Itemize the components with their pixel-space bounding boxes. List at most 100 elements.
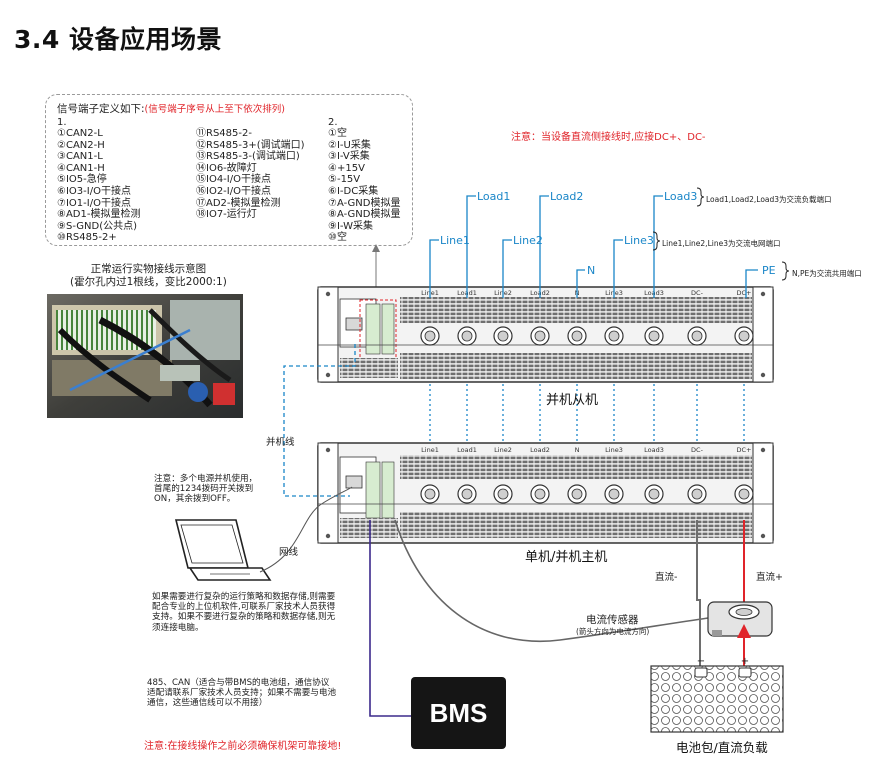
parallel-line-label: 并机线 (266, 437, 295, 448)
dip-switch-note: 注意：多个电源并机使用， 首尾的1234拨码开关拨到 ON，其余拨到OFF。 (154, 474, 294, 505)
signal-item: ③CAN1-L (57, 151, 103, 163)
signal-item: ⑯IO2-I/O干接点 (196, 185, 271, 197)
current-sensor-label: 电流传感器 (586, 614, 639, 626)
signal-item: ⑱IO7-运行灯 (196, 209, 257, 221)
terminal-label: Line2 (494, 446, 512, 454)
current-direction-arrow (737, 624, 751, 638)
terminal-post (571, 330, 583, 342)
note-line: 如果需要进行复杂的运行策略和数据存储,则需要 (152, 592, 336, 602)
signal-item: ⑥IO3-I/O干接点 (57, 185, 131, 197)
terminal-post (497, 330, 509, 342)
dc-plus-label: 直流+ (756, 572, 783, 583)
dc-wiring-note: 注意：当设备直流侧接线时,应接DC+、DC- (511, 132, 706, 143)
terminal-post (424, 330, 436, 342)
signal-item: ④CAN1-H (57, 162, 105, 174)
signal-item: ⑧AD1-模拟量检测 (57, 209, 141, 221)
laptop-icon (174, 519, 272, 581)
terminal-post (534, 330, 546, 342)
port-label-line2: Line2 (513, 234, 543, 247)
signal-item: ⑦A-GND模拟量 (328, 197, 401, 209)
signal-item: ②I-U采集 (328, 139, 371, 151)
signal-box-title: 信号端子定义如下:(信号端子序号从上至下依次排列) (57, 101, 285, 116)
terminal-label: Load1 (457, 446, 477, 454)
terminal-label: N (575, 446, 580, 454)
terminal-label: Line1 (421, 446, 439, 454)
terminal-label: Line3 (605, 446, 623, 454)
note-line: 配合专业的上位机软件,可联系厂家技术人员获得 (152, 602, 336, 613)
terminal-post (461, 330, 473, 342)
signal-item: ⑮IO4-I/O干接点 (196, 174, 271, 186)
note-line: 485、CAN（适合与带BMS的电池组，通信协议 (147, 678, 330, 688)
group1-col-a: ①CAN2-L ②CAN2-H ③CAN1-L ④CAN1-H ⑤IO5-急停 … (57, 128, 140, 244)
signal-box-title-text: 信号端子定义如下: (57, 103, 145, 115)
port-label-line3: Line3 (624, 234, 654, 247)
slave-label: 并机从机 (546, 393, 599, 408)
signal-item: ④+15V (328, 162, 365, 174)
photo-caption: 正常运行实物接线示意图 (霍尔孔内过1根线，变比2000:1) (70, 263, 227, 289)
note-line: ON，其余拨到OFF。 (154, 494, 236, 505)
port-label-line1: Line1 (440, 234, 470, 247)
sensor-cable (394, 519, 709, 642)
signal-item: ③I-V采集 (328, 151, 370, 163)
shared-ports-note: N,PE为交流共用端口 (792, 269, 862, 278)
terminal-label: Load3 (644, 446, 664, 454)
current-sensor-sublabel: (箭头方向为电流方向) (576, 627, 650, 636)
terminal-label: Load2 (530, 446, 550, 454)
pc-software-note: 如果需要进行复杂的运行策略和数据存储,则需要 配合专业的上位机软件,可联系厂家技… (152, 592, 392, 633)
terminal-label: DC+ (737, 289, 752, 297)
wiring-photo (47, 294, 243, 418)
signal-item: ⑧A-GND模拟量 (328, 209, 401, 221)
terminal-post (534, 488, 546, 500)
brace-marks (652, 187, 790, 281)
signal-definition-box (45, 94, 413, 246)
signal-item: ⑪RS485-2- (196, 128, 252, 139)
section-heading: 3.4 设备应用场景 (14, 25, 222, 54)
terminal-post (648, 488, 660, 500)
signal-item: ⑭IO6-故障灯 (196, 162, 257, 174)
grounding-warning: 注意:在接线操作之前必须确保机架可靠接地! (144, 741, 342, 752)
terminal-post (648, 330, 660, 342)
signal-item: ⑩RS485-2+ (57, 232, 117, 244)
parallel-cable (283, 344, 356, 497)
dc-minus-label: 直流- (655, 572, 678, 583)
port-label-pe: PE (762, 264, 776, 277)
signal-item: ②CAN2-H (57, 139, 105, 151)
signal-item: ⑥I-DC采集 (328, 185, 379, 197)
terminal-post (691, 488, 703, 500)
group2-list: ①空 ②I-U采集 ③I-V采集 ④+15V ⑤-15V ⑥I-DC采集 ⑦A-… (328, 128, 401, 244)
svg-text:−: − (697, 656, 705, 667)
dc-minus-cable (696, 520, 701, 668)
terminal-post (497, 488, 509, 500)
terminal-post (461, 488, 473, 500)
signal-item: ⑨I-W采集 (328, 220, 374, 232)
group1-col-b: ⑪RS485-2- ⑫RS485-3+(调试端口) ⑬RS485-3-(调试端口… (196, 128, 305, 221)
signal-item: ⑨S-GND(公共点) (57, 220, 138, 232)
current-sensor-icon (707, 601, 773, 637)
terminal-post (608, 330, 620, 342)
terminal-post (738, 330, 750, 342)
bms-label: BMS (429, 698, 488, 728)
bms-cable (369, 520, 411, 717)
terminal-post (738, 488, 750, 500)
port-label-load1: Load1 (477, 190, 511, 203)
signal-box-title-note: (信号端子序号从上至下依次排列) (144, 104, 285, 115)
note-line: 通信，这些通信线可以不用接） (147, 698, 268, 709)
signal-item: ⑬RS485-3-(调试端口) (196, 151, 300, 163)
signal-item: ①空 (328, 128, 347, 139)
terminal-label: DC- (691, 289, 704, 297)
photo-caption-line: 正常运行实物接线示意图 (90, 263, 207, 275)
signal-item: ①CAN2-L (57, 128, 103, 139)
port-wires (429, 195, 758, 298)
signal-item: ⑩空 (328, 232, 347, 244)
signal-item: ⑰AD2-模拟量检测 (196, 197, 281, 209)
signal-item: ⑫RS485-3+(调试端口) (196, 139, 305, 151)
group1-label: 1. (57, 117, 67, 128)
terminal-post (608, 488, 620, 500)
signal-item: ⑦IO1-I/O干接点 (57, 197, 131, 209)
master-label: 单机/并机主机 (525, 550, 608, 565)
note-line: 支持。如果不要进行复杂的策略和数据存储,则无 (152, 612, 336, 623)
note-line: 首尾的1234拨码开关拨到 (154, 484, 254, 495)
line-ports-note: Line1,Line2,Line3为交流电网端口 (662, 239, 781, 248)
